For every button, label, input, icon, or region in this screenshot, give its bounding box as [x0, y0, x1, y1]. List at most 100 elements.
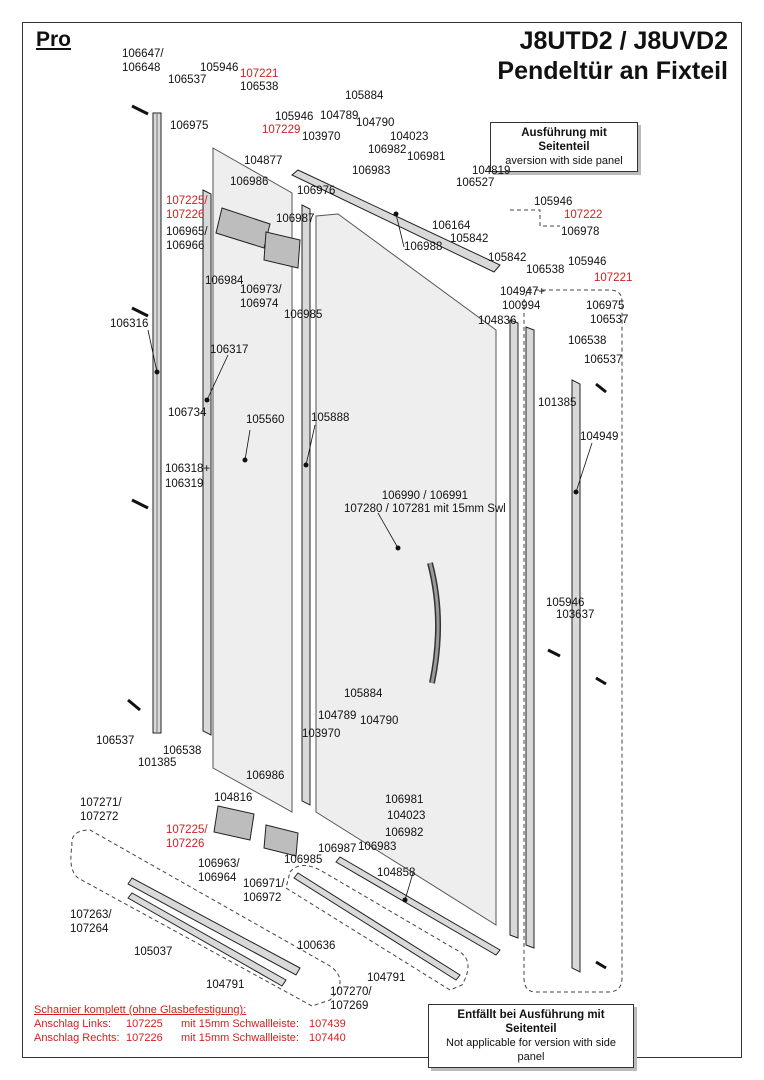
part-label: 105842 [488, 252, 527, 264]
main-glass-label-line1: 106990 / 106991 [381, 490, 469, 502]
part-label: 107270/ [330, 986, 372, 998]
leader-dots [154, 211, 579, 903]
part-label: 107225/ [166, 195, 208, 207]
part-label: 105946 [200, 62, 239, 74]
not-applicable-box: Entfällt bei Ausführung mit Seitenteil N… [428, 1004, 634, 1068]
part-label: 106319 [165, 478, 204, 490]
part-label: 104949 [580, 431, 619, 443]
part-label: 104790 [360, 715, 399, 727]
part-label: 107272 [80, 811, 119, 823]
drawing-sheet [22, 22, 742, 1058]
part-label: 103970 [302, 728, 341, 740]
hinge-note-heading: Scharnier komplett (ohne Glasbefestigung… [34, 1004, 247, 1016]
part-label: 106648 [122, 62, 161, 74]
part-label: 106981 [407, 151, 446, 163]
hinge-note-swl-label: mit 15mm Schwallleiste: [181, 1032, 299, 1044]
part-label: 103970 [302, 131, 341, 143]
not-applicable-box-subtitle: Not applicable for version with side pan… [446, 1037, 616, 1063]
part-label: 106986 [246, 770, 285, 782]
part-label: 105946 [568, 256, 607, 268]
variant-label: Pro [36, 28, 72, 51]
side-panel-version-box: Ausführung mit Seitenteil aversion with … [490, 122, 638, 172]
hinge-note-label: Anschlag Rechts: [34, 1032, 120, 1044]
part-label: 106984 [205, 275, 244, 287]
part-label: 106647/ [122, 48, 164, 60]
part-label: 105037 [134, 946, 173, 958]
part-label: 105946 [534, 196, 573, 208]
part-label: 104816 [214, 792, 253, 804]
part-label: 101385 [538, 397, 577, 409]
part-label: 107226 [166, 209, 205, 221]
part-label: 106538 [240, 81, 279, 93]
part-label: 104791 [367, 972, 406, 984]
part-label: 106318+ [165, 463, 211, 475]
part-label: 107229 [262, 124, 301, 136]
leader-lines [147, 213, 593, 901]
part-label: 104023 [387, 810, 426, 822]
part-label: 106987 [318, 843, 357, 855]
part-label: 105884 [344, 688, 383, 700]
hinge-note-swl-label: mit 15mm Schwallleiste: [181, 1018, 299, 1030]
right-profiles [509, 319, 535, 949]
part-label: 104858 [377, 867, 416, 879]
part-label: 107269 [330, 1000, 369, 1012]
hinge-note-label: Anschlag Links: [34, 1018, 112, 1030]
part-label: 104791 [206, 979, 245, 991]
hinge-note-part: 107226 [126, 1032, 163, 1044]
part-label: 106981 [385, 794, 424, 806]
part-label: 105946 [275, 111, 314, 123]
part-label: 107226 [166, 838, 205, 850]
part-label: 106974 [240, 298, 279, 310]
side-panel-profile-104949 [571, 379, 581, 973]
part-label: 106317 [210, 344, 249, 356]
part-label: 106538 [163, 745, 202, 757]
hinge-note: Scharnier komplett (ohne Glasbefestigung… [34, 1003, 346, 1045]
part-label: 106975 [586, 300, 625, 312]
part-label: 106985 [284, 854, 323, 866]
part-label: 106965/ [166, 226, 208, 238]
door-handle [427, 562, 441, 684]
part-label: 107221 [240, 68, 279, 80]
part-label: 106966 [166, 240, 205, 252]
part-label: 106988 [404, 241, 443, 253]
dashed-groups [70, 209, 623, 1007]
part-label: 106964 [198, 872, 237, 884]
not-applicable-box-title: Entfällt bei Ausführung mit Seitenteil [457, 1009, 605, 1035]
part-label: 105842 [450, 233, 489, 245]
part-label: 104789 [318, 710, 357, 722]
part-label: 106537 [96, 735, 135, 747]
part-label: 106164 [432, 220, 471, 232]
part-label: 106316 [110, 318, 149, 330]
part-label: 106978 [561, 226, 600, 238]
part-label: 104836 [478, 315, 517, 327]
hinge-note-row-right: Anschlag Rechts: 107226 mit 15mm Schwallle… [34, 1031, 346, 1045]
part-label: 107263/ [70, 909, 112, 921]
door-profile-105888 [301, 204, 311, 806]
part-label: 106527 [456, 177, 495, 189]
part-label: 104819 [472, 165, 511, 177]
part-label: 106963/ [198, 858, 240, 870]
part-label: 106537 [584, 354, 623, 366]
part-label: 104023 [390, 131, 429, 143]
wall-profile-left [152, 112, 162, 734]
main-glass-label-line2: 107280 / 107281 mit 15mm Swl [344, 503, 506, 515]
part-label: 104947+ [500, 286, 546, 298]
hinge-note-swl-part: 107439 [309, 1018, 346, 1030]
part-label: 106983 [352, 165, 391, 177]
hinge-note-part: 107225 [126, 1018, 163, 1030]
part-label: 106537 [590, 314, 629, 326]
hinge-upper [215, 207, 301, 269]
part-label: 103637 [556, 609, 595, 621]
part-label: 105888 [311, 412, 350, 424]
part-label: 100994 [502, 300, 541, 312]
part-label: 106538 [526, 264, 565, 276]
hinge-lower [213, 805, 299, 857]
hinge-note-swl-part: 107440 [309, 1032, 346, 1044]
top-rail-106988 [291, 169, 501, 273]
side-panel-box-subtitle: aversion with side panel [505, 155, 623, 167]
part-label: 106985 [284, 309, 323, 321]
part-label: 107271/ [80, 797, 122, 809]
model-title: J8UTD2 / J8UVD2 [519, 27, 728, 55]
part-label: 107225/ [166, 824, 208, 836]
